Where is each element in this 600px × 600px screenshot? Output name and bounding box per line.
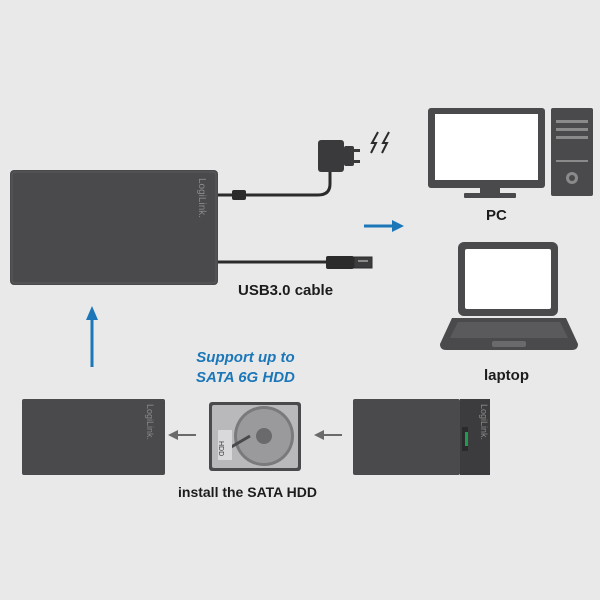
support-line-2: SATA 6G HDD — [196, 369, 295, 386]
brand-logo-main: LogiLink. — [196, 178, 207, 219]
power-cable — [218, 172, 332, 200]
desktop-pc-icon — [428, 108, 593, 198]
support-line-1: Support up to — [196, 349, 295, 366]
enclosure-open — [353, 399, 490, 475]
usb-cable — [218, 256, 373, 269]
enclosure-closed — [22, 399, 165, 475]
enclosure-main — [10, 170, 218, 285]
support-caption: Support up to SATA 6G HDD — [196, 348, 295, 388]
arrow-up — [86, 306, 98, 367]
usb-cable-label: USB3.0 cable — [238, 282, 334, 299]
hard-disk-icon — [209, 402, 301, 471]
arrow-left-2 — [314, 430, 342, 440]
brand-logo-closed: LogiLink. — [145, 404, 155, 441]
lightning-icon — [370, 131, 390, 154]
laptop-icon — [440, 242, 578, 350]
hdd-label: HDD — [217, 441, 224, 457]
install-label: install the SATA HDD — [178, 484, 317, 500]
arrow-left-1 — [168, 430, 196, 440]
brand-logo-open: LogiLink. — [479, 404, 489, 441]
pc-label: PC — [486, 207, 507, 224]
power-adapter-icon — [318, 140, 360, 172]
arrow-to-pc — [364, 220, 404, 232]
laptop-label: laptop — [484, 367, 529, 384]
